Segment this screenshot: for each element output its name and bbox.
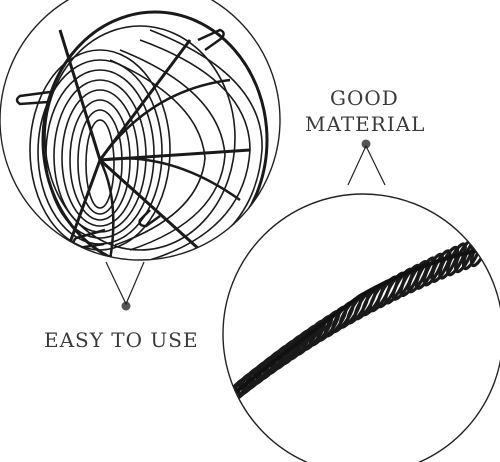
easy-to-use-pointer <box>105 261 145 311</box>
wire-basket-photo <box>0 0 280 260</box>
good-material-pointer <box>347 139 386 186</box>
spring-wire-photo <box>223 194 500 462</box>
easy-to-use-dot <box>121 301 131 311</box>
good-material-label-line2: MATERIAL <box>305 112 426 136</box>
good-material-label-line1: GOOD <box>330 86 399 110</box>
easy-to-use-label: EASY TO USE <box>44 328 199 352</box>
basket-detail-circle <box>0 0 281 261</box>
good-material-dot <box>361 139 371 149</box>
spring-detail-circle <box>222 193 500 462</box>
